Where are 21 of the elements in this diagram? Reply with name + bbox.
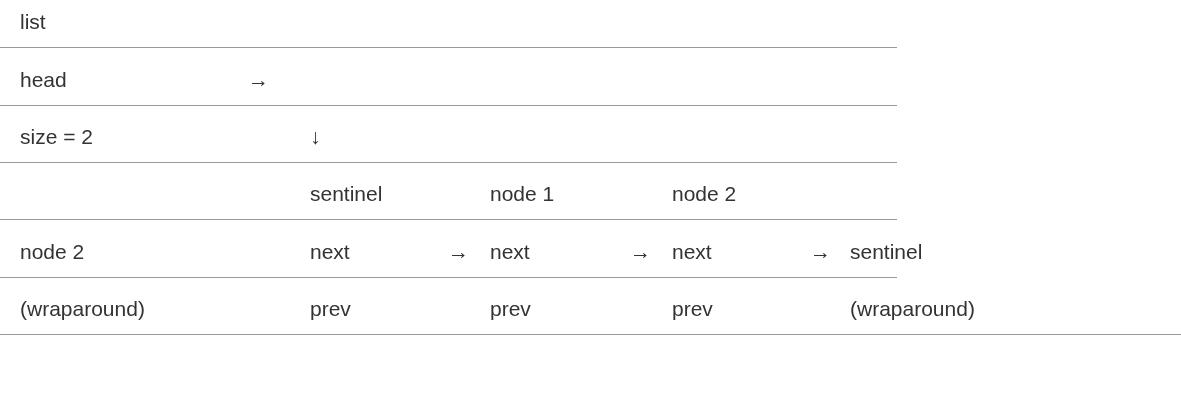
arrow-symbol: → [810, 240, 831, 264]
arrow-symbol: → [630, 240, 651, 264]
table-text: node 2 [672, 182, 737, 206]
table-text: next [490, 240, 530, 264]
table-text: next [310, 240, 350, 264]
table-text: sentinel [310, 182, 383, 206]
table-text: head [20, 68, 67, 92]
table-text: (wraparound) [20, 297, 145, 321]
table-text: prev [310, 297, 351, 321]
table-text: next [672, 240, 712, 264]
table-text: list [20, 10, 46, 34]
arrow-symbol: → [248, 68, 269, 92]
table-text: prev [672, 297, 713, 321]
arrow-symbol: ↓ [310, 125, 321, 149]
table-text: size = 2 [20, 125, 93, 149]
arrow-symbol: → [448, 240, 469, 264]
table-text: node 2 [20, 240, 85, 264]
table-text: (wraparound) [850, 297, 975, 321]
table-text: sentinel [850, 240, 923, 264]
table-text: prev [490, 297, 531, 321]
table-text: node 1 [490, 182, 555, 206]
